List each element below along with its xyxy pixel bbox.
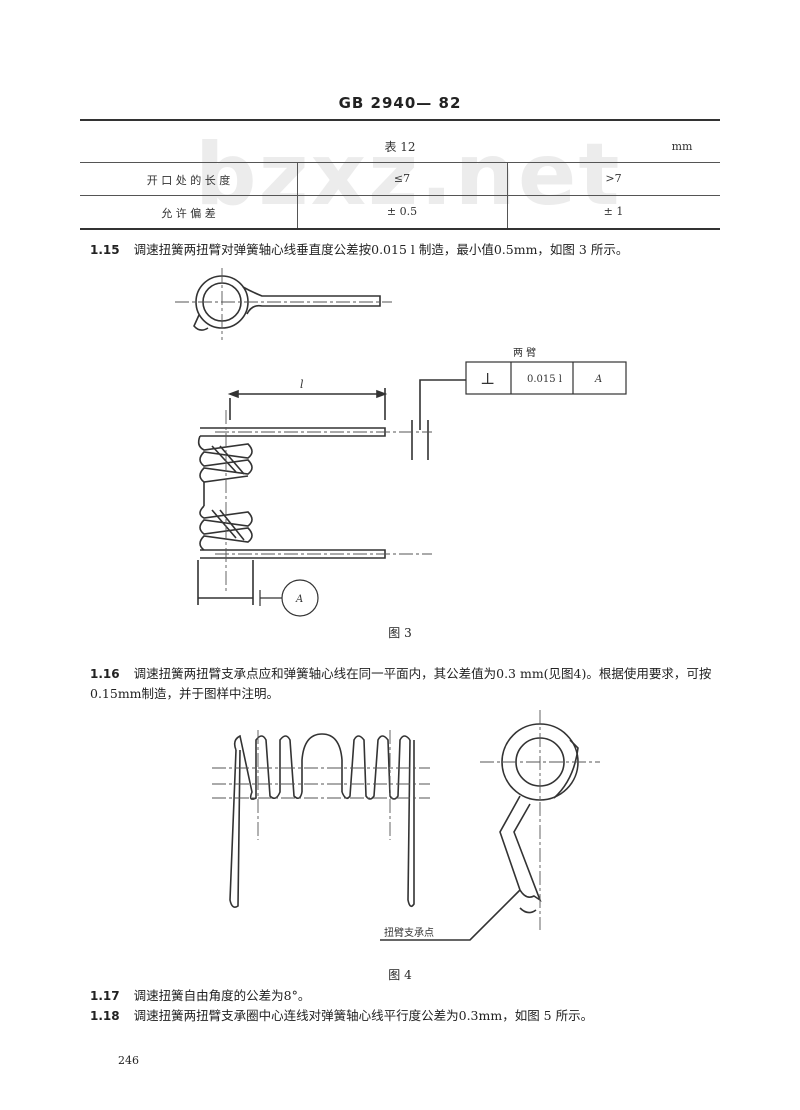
fig3-dim-label: l	[300, 378, 304, 391]
clause-1-18: 1.18 调速扭簧两扭臂支承圈中心连线对弹簧轴心线平行度公差为0.3mm，如图 5…	[90, 1006, 715, 1026]
table-rule-top	[80, 162, 720, 163]
figure-4-caption: 图 4	[388, 968, 412, 982]
clause-text: 调速扭簧两扭臂支承圈中心连线对弹簧轴心线平行度公差为0.3mm，如图 5 所示。	[133, 1008, 594, 1023]
clause-1-15: 1.15 调速扭簧两扭臂对弹簧轴心线垂直度公差按0.015 l 制造，最小值0.5…	[90, 240, 715, 260]
figure-3-drawing: l 两 臂 ⊥ 0.015 l A A	[175, 268, 627, 617]
fig3-frame-tolerance: 0.015 l	[527, 374, 562, 385]
table-divider-2	[507, 162, 508, 228]
watermark: bzxz.net	[195, 125, 622, 225]
fig3-frame-symbol: ⊥	[480, 369, 495, 388]
clause-text: 调速扭簧自由角度的公差为8°。	[133, 988, 311, 1003]
table-divider-1	[297, 162, 298, 228]
table-cell: >7	[605, 172, 622, 185]
clause-text: 调速扭簧两扭臂支承点应和弹簧轴心线在同一平面内，其公差值为0.3 mm(见图4)…	[90, 666, 712, 701]
figure-4-drawing: 扭臂支承点	[212, 710, 600, 941]
clause-number: 1.15	[90, 243, 120, 257]
fig3-frame-title: 两 臂	[513, 346, 536, 359]
figure-3-caption: 图 3	[388, 626, 412, 640]
table-cell: ± 0.5	[386, 205, 418, 218]
fig3-datum-label: A	[295, 594, 303, 605]
document-header: GB 2940— 82	[338, 94, 462, 112]
table-cell: ≤7	[393, 172, 411, 185]
table-row-label: 开 口 处 的 长 度	[146, 174, 231, 187]
table-row-label: 允 许 偏 差	[161, 207, 216, 220]
clause-number: 1.17	[90, 989, 120, 1003]
clause-number: 1.16	[90, 667, 120, 681]
clause-1-17: 1.17 调速扭簧自由角度的公差为8°。	[90, 986, 715, 1006]
clause-text: 调速扭簧两扭臂对弹簧轴心线垂直度公差按0.015 l 制造，最小值0.5mm，如…	[133, 242, 629, 257]
table-caption: 表 12	[384, 140, 416, 154]
page-number: 246	[118, 1054, 139, 1067]
clause-number: 1.18	[90, 1009, 120, 1023]
header-rule	[80, 119, 720, 121]
table-rule-bottom	[80, 228, 720, 230]
fig3-frame-datum: A	[594, 374, 602, 385]
table-unit: mm	[671, 140, 693, 153]
table-cell: ± 1	[603, 205, 624, 218]
fig4-callout-label: 扭臂支承点	[384, 926, 434, 939]
table-rule-mid	[80, 195, 720, 196]
